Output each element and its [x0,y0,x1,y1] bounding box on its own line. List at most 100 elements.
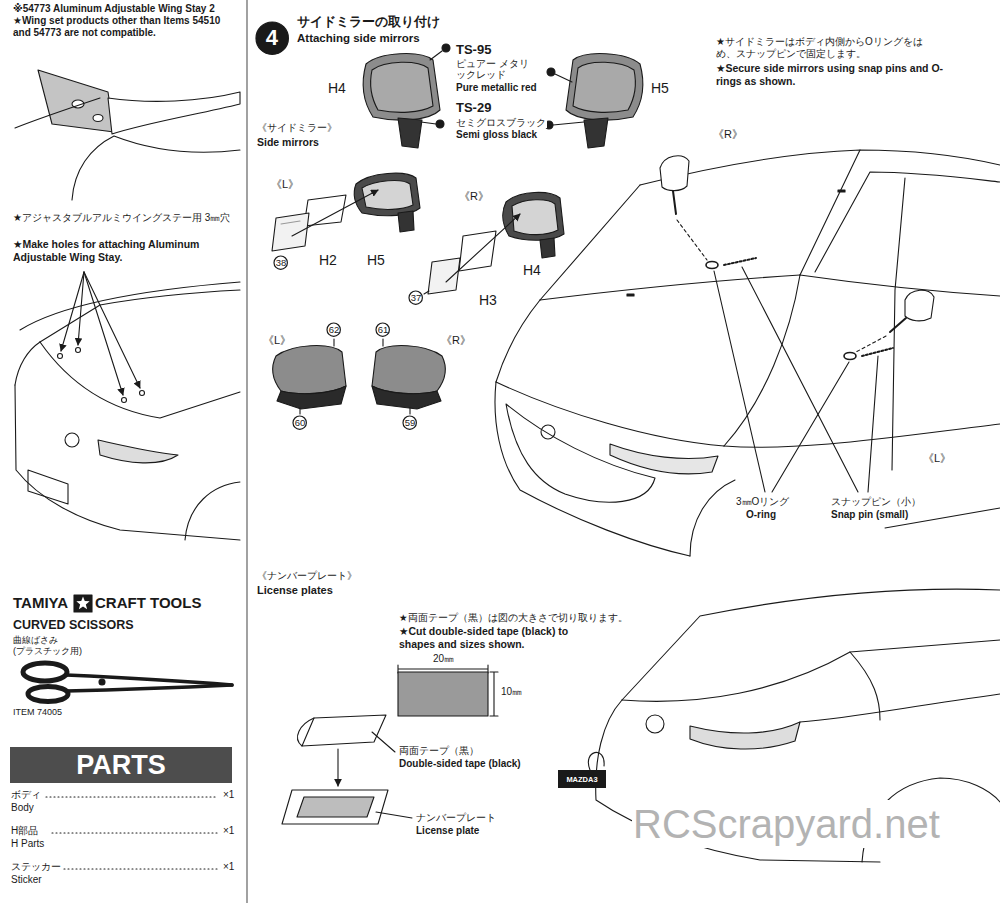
logo-star-box [74,595,92,612]
paint-code: TS-29 [455,100,492,116]
belt-line [800,275,1000,296]
part-name: 両面テープ（黒） [398,745,480,757]
car-emblem [541,425,555,439]
leader-line [382,339,383,346]
leader-line [61,272,84,351]
car-roof-line [640,150,1000,185]
a-pillar [800,150,860,275]
part-name: Sticker [10,874,43,886]
hatch-glass-bottom [40,342,240,418]
node-circle [376,323,389,336]
side-marker: 《R》 [440,334,472,347]
car-body-line [15,342,40,385]
leader-line [376,812,412,818]
item-number: ITEM 74005 [12,707,63,718]
mirror-stalk [398,211,414,232]
side-marker: 《R》 [458,190,490,203]
quantity: ×1 [222,825,235,837]
mirror-stalk [890,318,906,332]
car-emblem [65,433,79,447]
node-content: 37 [411,292,422,303]
note: ★Wing set products other than Items 5451… [12,15,239,39]
fit-line [677,220,707,260]
node-content: 38 [276,257,287,268]
dot-leader [52,832,218,833]
windshield-base [540,275,800,300]
mirror-housing [273,346,346,394]
node-content: PARTS [76,749,166,781]
paint-dot [436,120,444,128]
hatch-glass-top [40,290,240,342]
car-body-line [72,136,240,200]
mirror-h5 [566,54,643,148]
body-side [800,694,1000,722]
part-label: H4 [327,80,347,97]
part-name: スナップピン（小） [830,496,922,508]
part-name: ステッカー [10,861,62,873]
body-mark [838,190,845,192]
rear-wing [108,92,240,134]
leader-line [553,122,584,125]
tail-light [690,722,800,749]
drill-hole [140,391,145,396]
section-heading: 《ナンバープレート》 [256,570,358,582]
body-side [724,424,1000,447]
node-circle [293,416,306,429]
o-ring [706,262,718,269]
part-name: Snap pin (small) [830,509,909,521]
plate-recess [28,470,68,504]
node-text: 4 [266,25,278,51]
mirror-housing [372,346,445,394]
section-heading: Side mirrors [256,136,320,149]
license-plate: MAZDA3 [558,770,606,788]
callout-number: 38 [273,255,288,270]
node-circle [409,291,422,304]
leader-line [78,272,84,345]
column-rule [246,0,247,903]
step-number: 4 [255,21,289,55]
dot-leader [64,868,218,869]
paint-name: セミグロスブラック [455,117,547,128]
side-marker: 《L》 [922,452,952,465]
callout-number: 59 [402,415,417,430]
leader-line [430,51,442,60]
mirror-stalk [673,191,676,214]
tape-strip [302,715,386,746]
wing-stay-plate [38,70,114,132]
mirror-left [905,290,934,321]
node-circle [403,416,416,429]
c-pillar [850,652,880,720]
note: ★サイドミラーはボディ内側からOリングをはめ、スナップピンで固定します。 [715,36,929,60]
product-name: 曲線ばさみ [12,635,59,646]
mirror-base [277,386,346,409]
node-circle [274,256,287,269]
dimension-line [490,672,498,716]
scissors-pivot [99,679,105,685]
side-marker: 《L》 [270,178,300,191]
node-text: PARTS [76,749,166,781]
node-content: 4 [266,25,278,51]
tape-on-plate [297,797,374,817]
paint-name: ピュアー メタリックレッド [455,58,537,81]
stay-hole [93,115,103,122]
part-label: H2 [318,252,338,269]
painted-mirror-right [372,346,445,409]
leader-line [424,291,429,294]
node-content: 62 [329,324,340,335]
plate-part [282,790,388,824]
node-content: MAZDA3 [566,775,597,784]
car-front-view [495,150,1000,556]
section-heading: License plates [256,584,334,597]
mirror-housing [503,192,564,240]
a-pillar [540,185,640,300]
dimension: 20㎜ [432,653,455,665]
node-text: 59 [405,417,416,428]
car-tail-line [15,385,240,540]
paint-code: TS-95 [455,42,492,58]
note: ★Secure side mirrors using snap pins and… [715,62,949,87]
assembly-arrow [292,190,378,236]
leader-line [868,356,878,492]
part-name: ナンバープレート [415,812,497,824]
leader-line [84,272,123,395]
scissors-handle [23,663,67,681]
